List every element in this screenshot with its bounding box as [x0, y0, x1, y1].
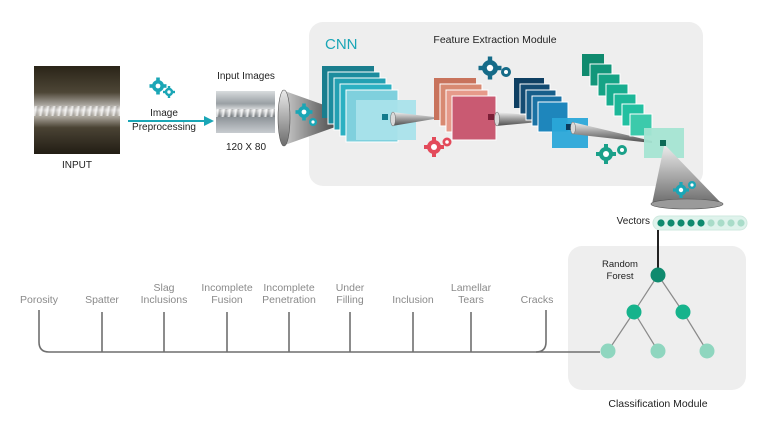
defect-label-porosity: Porosity: [20, 294, 58, 306]
random-forest-label-line1: Random: [602, 259, 638, 270]
tree-leaf-node-3: [699, 343, 715, 359]
tree-leaf-node-2: [650, 343, 666, 359]
tube-connector-2: [494, 111, 550, 127]
defect-label-slag-inclusions: Slag Inclusions: [140, 282, 188, 306]
layer-gears-icon-3: [596, 144, 627, 164]
tree-internal-node-right: [675, 304, 691, 320]
random-forest-tree: [600, 267, 715, 359]
preprocessing-label-line1: Image: [150, 108, 178, 119]
tree-internal-node-left: [626, 304, 642, 320]
cone-gears-icon: [295, 103, 317, 126]
vectors-label: Vectors: [616, 216, 650, 227]
tree-root-node: [650, 267, 666, 283]
conv-layer-stack-3: [514, 78, 588, 148]
tube-connector-1: [390, 111, 434, 127]
conv-layer-stack-4: [582, 54, 684, 158]
defect-label-inclusion: Inclusion: [392, 294, 434, 306]
tube-connector-3: [570, 121, 652, 143]
input-images-size: 120 X 80: [225, 142, 267, 153]
input-weld-image: [34, 66, 120, 154]
random-forest-label-line2: Forest: [606, 271, 634, 282]
layer-gears-icon-1: [424, 137, 452, 157]
defect-label-incomplete-fusion: Incomplete Fusion: [201, 282, 253, 306]
input-cone: [277, 89, 352, 147]
layer-gears-icon-2: [478, 56, 511, 80]
preprocessing-label-line2: Preprocessing: [132, 122, 196, 133]
tree-leaf-node-1: [600, 343, 616, 359]
input-images-title: Input Images: [217, 71, 275, 82]
conv-layer-stack-1: [322, 66, 416, 143]
preprocessing-gears-icon: [149, 77, 175, 98]
vector-cone-gears-icon: [673, 181, 696, 198]
defect-label-spatter: Spatter: [85, 294, 119, 306]
feature-extraction-title: Feature Extraction Module: [433, 34, 557, 46]
preprocessing-arrow: [128, 116, 214, 126]
classification-module-title: Classification Module: [608, 398, 708, 410]
conv-layer-stack-2: [434, 78, 497, 141]
feature-vector-bar: [652, 215, 748, 231]
vector-cone: [650, 146, 724, 210]
defect-label-cracks: Cracks: [520, 294, 554, 306]
resized-input-image: [216, 91, 275, 133]
defect-label-lamellar-tears: Lamellar Tears: [450, 282, 492, 306]
cnn-label: CNN: [325, 36, 358, 53]
input-label: INPUT: [62, 160, 92, 171]
defect-class-bracket: [38, 310, 600, 353]
defect-label-under-filling: Under Filling: [335, 282, 365, 306]
defect-label-incomplete-penetration: Incomplete Penetration: [262, 282, 316, 306]
